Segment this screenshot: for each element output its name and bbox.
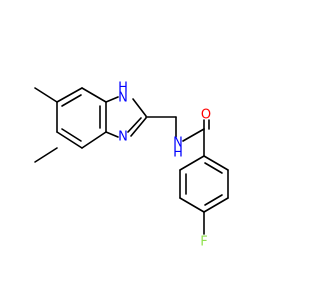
bond-ring-4: [203, 197, 229, 213]
atom-f-label: F: [200, 235, 207, 250]
atom-n-amide-h: H: [173, 146, 183, 161]
bond-benz-5: [56, 131, 83, 149]
bond-imid-4: [105, 131, 119, 138]
molecule-structure: N H N N H O F: [34, 81, 229, 250]
bond-ring-1: [179, 155, 205, 171]
bond-benz-4: [81, 131, 107, 149]
atom-n-amide-label: N: [173, 136, 183, 151]
bond-imid-2: [132, 98, 147, 117]
bond-ring-3: [179, 197, 205, 213]
atom-nh-label: N: [118, 91, 128, 106]
bond-amide-n-c: [182, 128, 205, 142]
bond-methyl-top: [34, 87, 58, 103]
atom-n-ring-label: N: [118, 130, 128, 145]
bond-benz-double-3: [61, 128, 82, 142]
bond-imid-1: [105, 96, 119, 103]
bond-benz-double-1: [61, 94, 82, 107]
bond-lines: [34, 87, 229, 235]
atom-labels: N H N N H O F: [118, 81, 211, 250]
bond-benz-1: [56, 87, 83, 103]
bond-methyl-bottom: [34, 147, 58, 163]
bond-benz-2: [81, 87, 107, 103]
bond-imid-3: [130, 117, 147, 137]
atom-o-label: O: [201, 108, 211, 123]
molecule-canvas: N H N N H O F: [34, 81, 229, 250]
bond-ring-double-2: [204, 194, 223, 206]
bond-ring-6: [203, 155, 229, 171]
atom-nh-h: H: [118, 81, 128, 96]
bond-imid-3b: [127, 117, 142, 133]
bond-ring-double-3: [204, 162, 223, 174]
